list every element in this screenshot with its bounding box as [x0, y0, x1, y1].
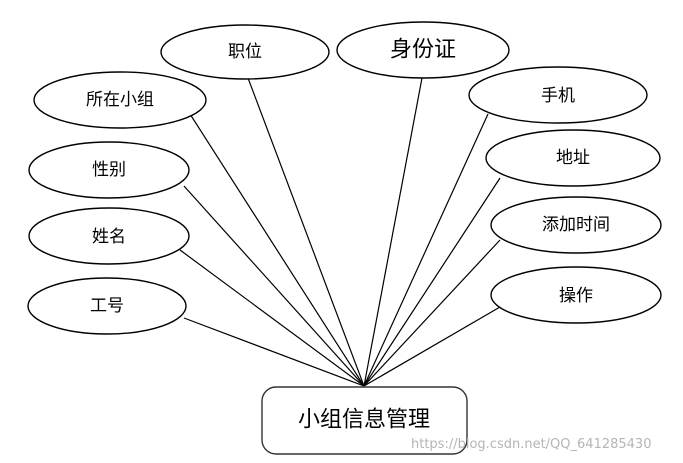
connector-dizhi [363, 177, 501, 387]
attribute-shouji-label: 手机 [541, 86, 575, 106]
connector-zhiwei [247, 77, 365, 387]
attribute-dizhi-label: 地址 [556, 148, 590, 168]
entity-xiaozuxinxiguanli: 小组信息管理 [261, 386, 468, 455]
attribute-shenfenzheng-label: 身份证 [390, 38, 456, 63]
attribute-zhiwei-label: 职位 [228, 42, 262, 62]
attribute-shouji: 手机 [468, 66, 648, 124]
watermark-text: https://blog.csdn.net/QQ_641285430 [411, 437, 651, 452]
connector-xingbie [183, 185, 365, 387]
attribute-tianjiashijian-label: 添加时间 [542, 215, 610, 235]
attribute-shenfenzheng: 身份证 [336, 21, 510, 79]
connector-xingming [179, 249, 365, 387]
attribute-suozaixiaozu: 所在小组 [33, 71, 207, 129]
attribute-tianjiashijian: 添加时间 [490, 196, 662, 254]
connector-gonghao [183, 317, 365, 387]
entity-label: 小组信息管理 [298, 408, 430, 433]
attribute-xingbie: 性别 [28, 141, 190, 199]
attribute-xingming-label: 姓名 [92, 227, 126, 247]
connector-shenfenzheng [363, 77, 423, 387]
attribute-zhiwei: 职位 [160, 24, 330, 80]
connector-tianjiashijian [363, 239, 501, 387]
attribute-dizhi: 地址 [485, 129, 661, 187]
connector-suozaixiaozu [189, 113, 365, 387]
attribute-gonghao: 工号 [27, 277, 187, 335]
attribute-xingbie-label: 性别 [92, 160, 126, 180]
attribute-suozaixiaozu-label: 所在小组 [86, 90, 154, 110]
connector-shouji [363, 113, 489, 387]
connector-lines [179, 77, 501, 387]
attribute-gonghao-label: 工号 [90, 296, 124, 316]
attribute-caozuo: 操作 [490, 266, 662, 324]
connector-caozuo [363, 306, 501, 387]
attribute-caozuo-label: 操作 [559, 286, 593, 306]
attribute-xingming: 姓名 [28, 207, 190, 265]
